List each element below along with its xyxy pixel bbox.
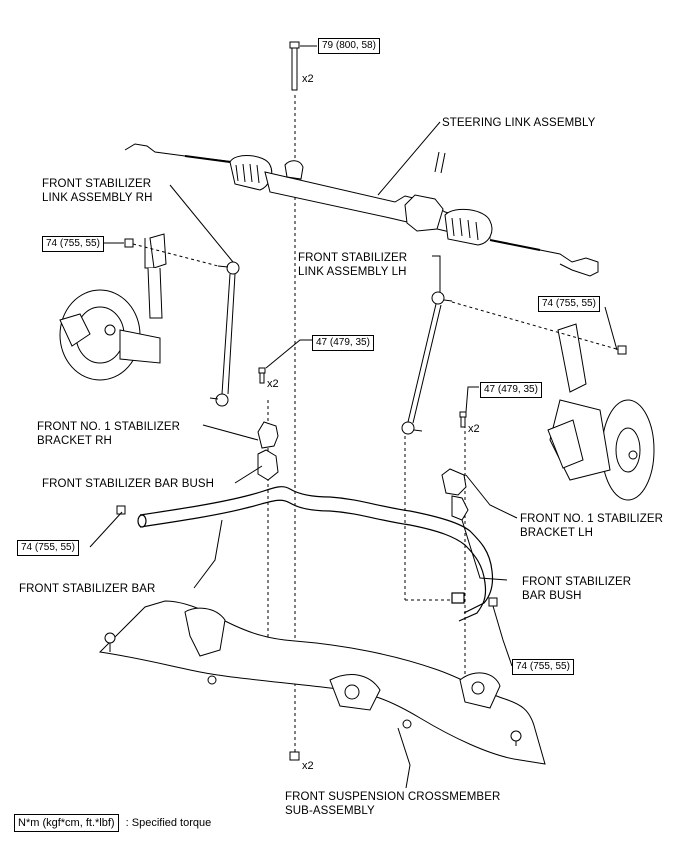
label-line: FRONT STABILIZER (522, 576, 632, 588)
label-line: SUB-ASSEMBLY (285, 805, 375, 817)
label-bracket-rh: FRONT NO. 1 STABILIZER BRACKET RH (37, 420, 180, 448)
nut-bottom (289, 751, 300, 761)
label-stab-link-rh: FRONT STABILIZER LINK ASSEMBLY RH (42, 177, 152, 205)
label-line: BRACKET RH (37, 435, 112, 447)
legend-unit-box: N*m (kgf*cm, ft.*lbf) (14, 814, 119, 832)
legend: N*m (kgf*cm, ft.*lbf) : Specified torque (14, 814, 211, 832)
label-line: BAR BUSH (522, 590, 582, 602)
torque-box-bar-rh: 74 (755, 55) (17, 540, 79, 556)
stabilizer-link-lh-drawing (401, 291, 453, 435)
legend-description: : Specified torque (125, 817, 212, 829)
label-line: FRONT NO. 1 STABILIZER (520, 513, 663, 525)
label-line: LINK ASSEMBLY RH (42, 192, 153, 204)
bolt-top (289, 41, 300, 91)
steering-link-assembly-drawing (124, 143, 599, 277)
crossmember-drawing (98, 600, 546, 765)
label-line: FRONT STABILIZER (298, 252, 408, 264)
label-bush-lh: FRONT STABILIZER BAR BUSH (522, 575, 631, 603)
torque-box-bracket-rh: 47 (479, 35) (312, 335, 374, 351)
bracket-rh-drawing (257, 421, 279, 481)
bolt-rh (258, 367, 266, 384)
label-line: FRONT SUSPENSION CROSSMEMBER (285, 791, 501, 803)
quantity-top: x2 (302, 73, 314, 85)
quantity-rh: x2 (267, 378, 279, 390)
label-bracket-lh: FRONT NO. 1 STABILIZER BRACKET LH (520, 512, 663, 540)
knuckle-rh-drawing (59, 233, 167, 381)
quantity-bottom: x2 (302, 760, 314, 772)
knuckle-lh-drawing (547, 323, 655, 501)
quantity-lh: x2 (468, 423, 480, 435)
torque-box-link-lh: 74 (755, 55) (538, 296, 600, 312)
label-stab-bar: FRONT STABILIZER BAR (19, 583, 156, 595)
label-line: LINK ASSEMBLY LH (298, 266, 407, 278)
label-bush-rh: FRONT STABILIZER BAR BUSH (42, 478, 215, 490)
stabilizer-link-rh-drawing (209, 261, 240, 407)
label-line: FRONT STABILIZER (42, 178, 152, 190)
label-line: BRACKET LH (520, 527, 594, 539)
torque-box-bar-lh: 74 (755, 55) (512, 659, 574, 675)
stabilizer-bar-drawing (137, 486, 494, 622)
bracket-lh-drawing (441, 468, 469, 521)
torque-box-bracket-lh: 47 (479, 35) (480, 382, 542, 398)
label-steering-link: STEERING LINK ASSEMBLY (442, 117, 596, 129)
torque-box-link-rh: 74 (755, 55) (42, 236, 104, 252)
nut-bar-lh (488, 597, 498, 607)
bolt-lh (459, 411, 467, 428)
nut-rh (124, 238, 134, 248)
label-line: FRONT NO. 1 STABILIZER (37, 421, 180, 433)
torque-box-top: 79 (800, 58) (318, 38, 380, 54)
nut-bar-rh (116, 505, 126, 515)
label-stab-link-lh: FRONT STABILIZER LINK ASSEMBLY LH (298, 251, 407, 279)
label-crossmember: FRONT SUSPENSION CROSSMEMBER SUB-ASSEMBL… (285, 790, 500, 818)
nut-lh (617, 345, 627, 355)
